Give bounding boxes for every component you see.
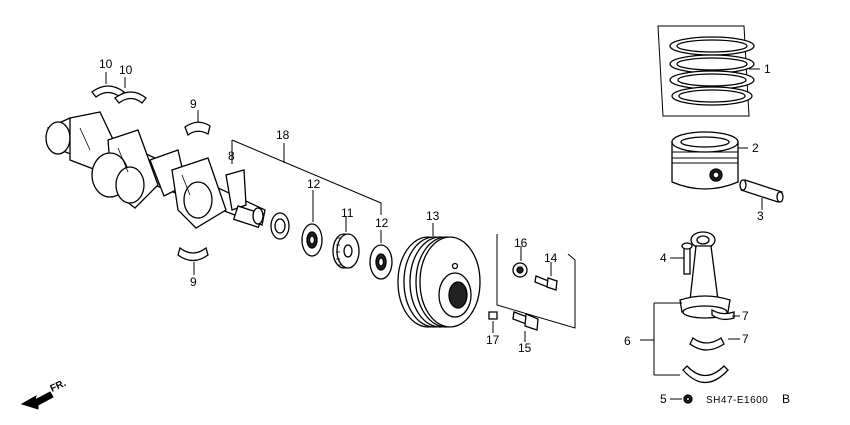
conrod-bearing-upper-part[interactable] [711,308,735,321]
front-direction-arrow-icon [20,391,54,410]
callout-18: 18 [276,128,290,142]
piston-pin-part[interactable] [739,179,784,210]
piston-part[interactable] [671,131,748,190]
callout-11: 11 [341,206,354,220]
callout-9-upper: 9 [190,97,197,111]
oil-seal-part[interactable] [270,212,290,240]
flange-bolt-part[interactable] [512,311,539,331]
callout-16: 16 [514,236,528,250]
timing-belt-guide-plate-inner-part[interactable] [301,223,323,257]
callout-8: 8 [228,149,235,163]
conrod-bearing-lower-part[interactable] [689,337,725,351]
callout-6: 6 [624,334,631,348]
callout-2: 2 [752,141,759,155]
callout-7-lower: 7 [742,332,749,346]
woodruff-key-part[interactable] [488,311,498,320]
callout-10-left: 10 [99,57,113,71]
callout-4: 4 [660,251,667,265]
callout-10-right: 10 [119,63,133,77]
callout-5: 5 [660,392,667,406]
pulley-washer-part[interactable] [512,262,528,278]
callout-3: 3 [757,209,764,223]
timing-belt-guide-plate-outer-part[interactable] [369,244,393,280]
crankshaft-part[interactable] [45,111,266,229]
piston-rings-part[interactable] [657,25,760,117]
callout-12-right: 12 [375,216,389,230]
main-bearing-upper-part[interactable] [91,72,147,104]
diagram-code-suffix: B [782,392,790,406]
crankshaft-pulley-part[interactable] [397,236,481,328]
diagram-code: SH47-E1600 [706,395,768,406]
callout-17: 17 [486,333,500,347]
callout-15: 15 [518,341,532,355]
thrust-bearing-lower-part[interactable] [177,246,209,275]
callout-1: 1 [764,62,771,76]
conrod-bolt-part[interactable] [681,242,693,275]
callout-9-lower: 9 [190,275,197,289]
front-direction-label: FR. [49,378,68,395]
callout-12-left: 12 [307,177,321,191]
timing-belt-drive-pulley-part[interactable] [332,233,360,269]
thrust-bearing-upper-part[interactable] [184,110,211,137]
callout-14: 14 [544,251,558,265]
pulley-bolt-part[interactable] [534,275,558,291]
conrod-nut-part[interactable] [683,394,693,404]
callout-13: 13 [426,209,440,223]
callout-7-upper: 7 [742,309,749,323]
